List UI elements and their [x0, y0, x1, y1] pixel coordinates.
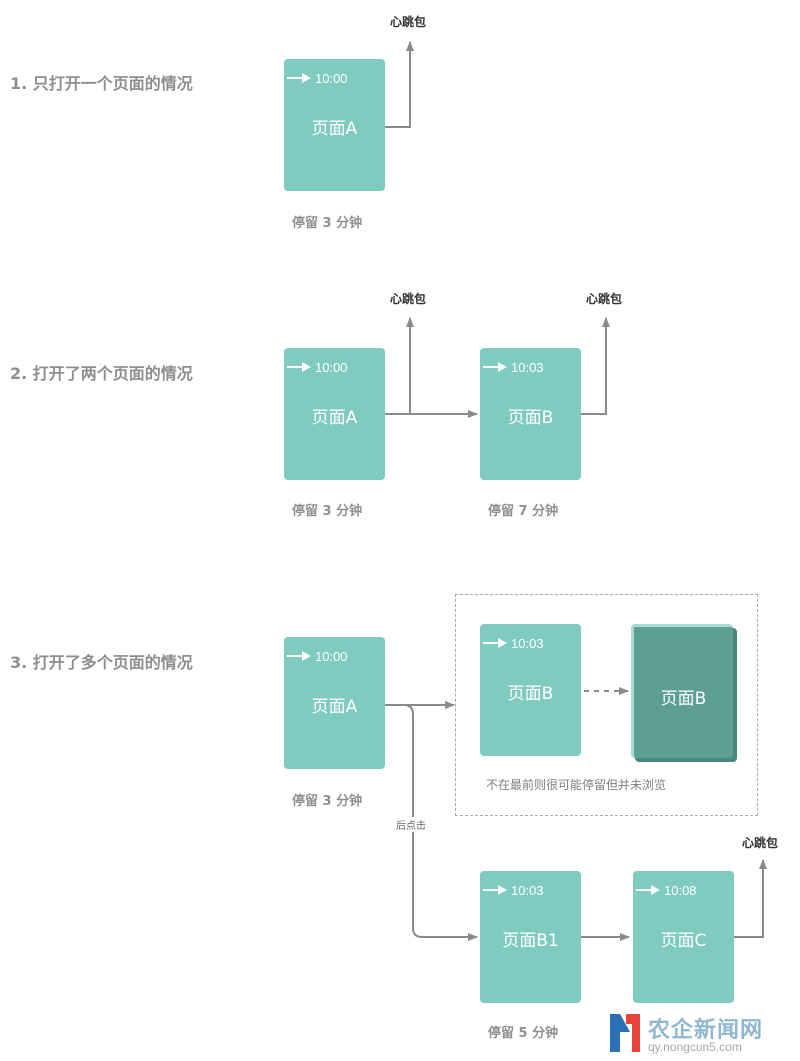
section-2-title: 2. 打开了两个页面的情况	[10, 364, 193, 383]
dwell-caption: 停留 7 分钟	[488, 504, 559, 519]
page-b1-card: 10:03 页面B1	[480, 871, 581, 1003]
heartbeat-arrow	[385, 41, 414, 128]
watermark-text: 农企新闻网	[648, 1018, 764, 1043]
page-label: 页面A	[311, 408, 358, 428]
arrow-right-icon	[287, 651, 311, 661]
page-c-card: 10:08 页面C	[633, 871, 734, 1003]
page-a-card: 10:00 页面A	[284, 348, 385, 480]
watermark-logo-icon	[610, 1014, 640, 1052]
heartbeat-arrow	[581, 317, 610, 415]
page-label: 页面B	[507, 684, 554, 704]
page-label: 页面B	[660, 689, 707, 709]
page-b-card: 10:03 页面B	[480, 348, 581, 480]
dwell-caption: 停留 3 分钟	[292, 504, 363, 519]
heartbeat-arrow	[385, 317, 414, 415]
entry-time: 10:03	[511, 636, 544, 651]
page-b-card: 10:03 页面B	[480, 624, 581, 756]
entry-time: 10:00	[315, 360, 348, 375]
page-label: 页面B	[507, 408, 554, 428]
heartbeat-label: 心跳包	[390, 15, 427, 29]
page-label: 页面C	[660, 931, 707, 951]
dwell-caption: 停留 5 分钟	[488, 1026, 559, 1041]
page-label: 页面B1	[502, 931, 559, 951]
arrow-right-icon	[483, 362, 507, 372]
page-b-background-card: 页面B	[631, 624, 733, 758]
dwell-caption: 停留 3 分钟	[292, 216, 363, 231]
entry-time: 10:00	[315, 71, 348, 86]
section-3-title: 3. 打开了多个页面的情况	[10, 653, 193, 672]
arrow-right-icon	[483, 885, 507, 895]
watermark: 农企新闻网 qy.nongcun5.com	[606, 1008, 796, 1058]
arrow-right-icon	[287, 362, 311, 372]
entry-time: 10:08	[664, 883, 697, 898]
arrow-right-icon	[636, 885, 660, 895]
entry-time: 10:00	[315, 649, 348, 664]
heartbeat-label: 心跳包	[742, 836, 779, 850]
entry-time: 10:03	[511, 360, 544, 375]
page-label: 页面A	[311, 697, 358, 717]
page-a-card: 10:00 页面A	[284, 637, 385, 769]
dwell-caption: 停留 3 分钟	[292, 794, 363, 809]
background-tab-group	[455, 594, 758, 816]
page-a-card: 10:00 页面A	[284, 59, 385, 191]
watermark-url: qy.nongcun5.com	[648, 1040, 742, 1054]
page-label: 页面A	[311, 119, 358, 139]
heartbeat-label: 心跳包	[390, 292, 427, 306]
arrow-right-icon	[483, 638, 507, 648]
click-label: 后点击	[396, 817, 426, 832]
section-1-title: 1. 只打开一个页面的情况	[10, 74, 193, 93]
background-tab-note: 不在最前则很可能停留但并未浏览	[486, 778, 667, 792]
heartbeat-arrow	[734, 859, 767, 938]
heartbeat-label: 心跳包	[586, 292, 623, 306]
arrow-right-icon	[287, 73, 311, 83]
entry-time: 10:03	[511, 883, 544, 898]
